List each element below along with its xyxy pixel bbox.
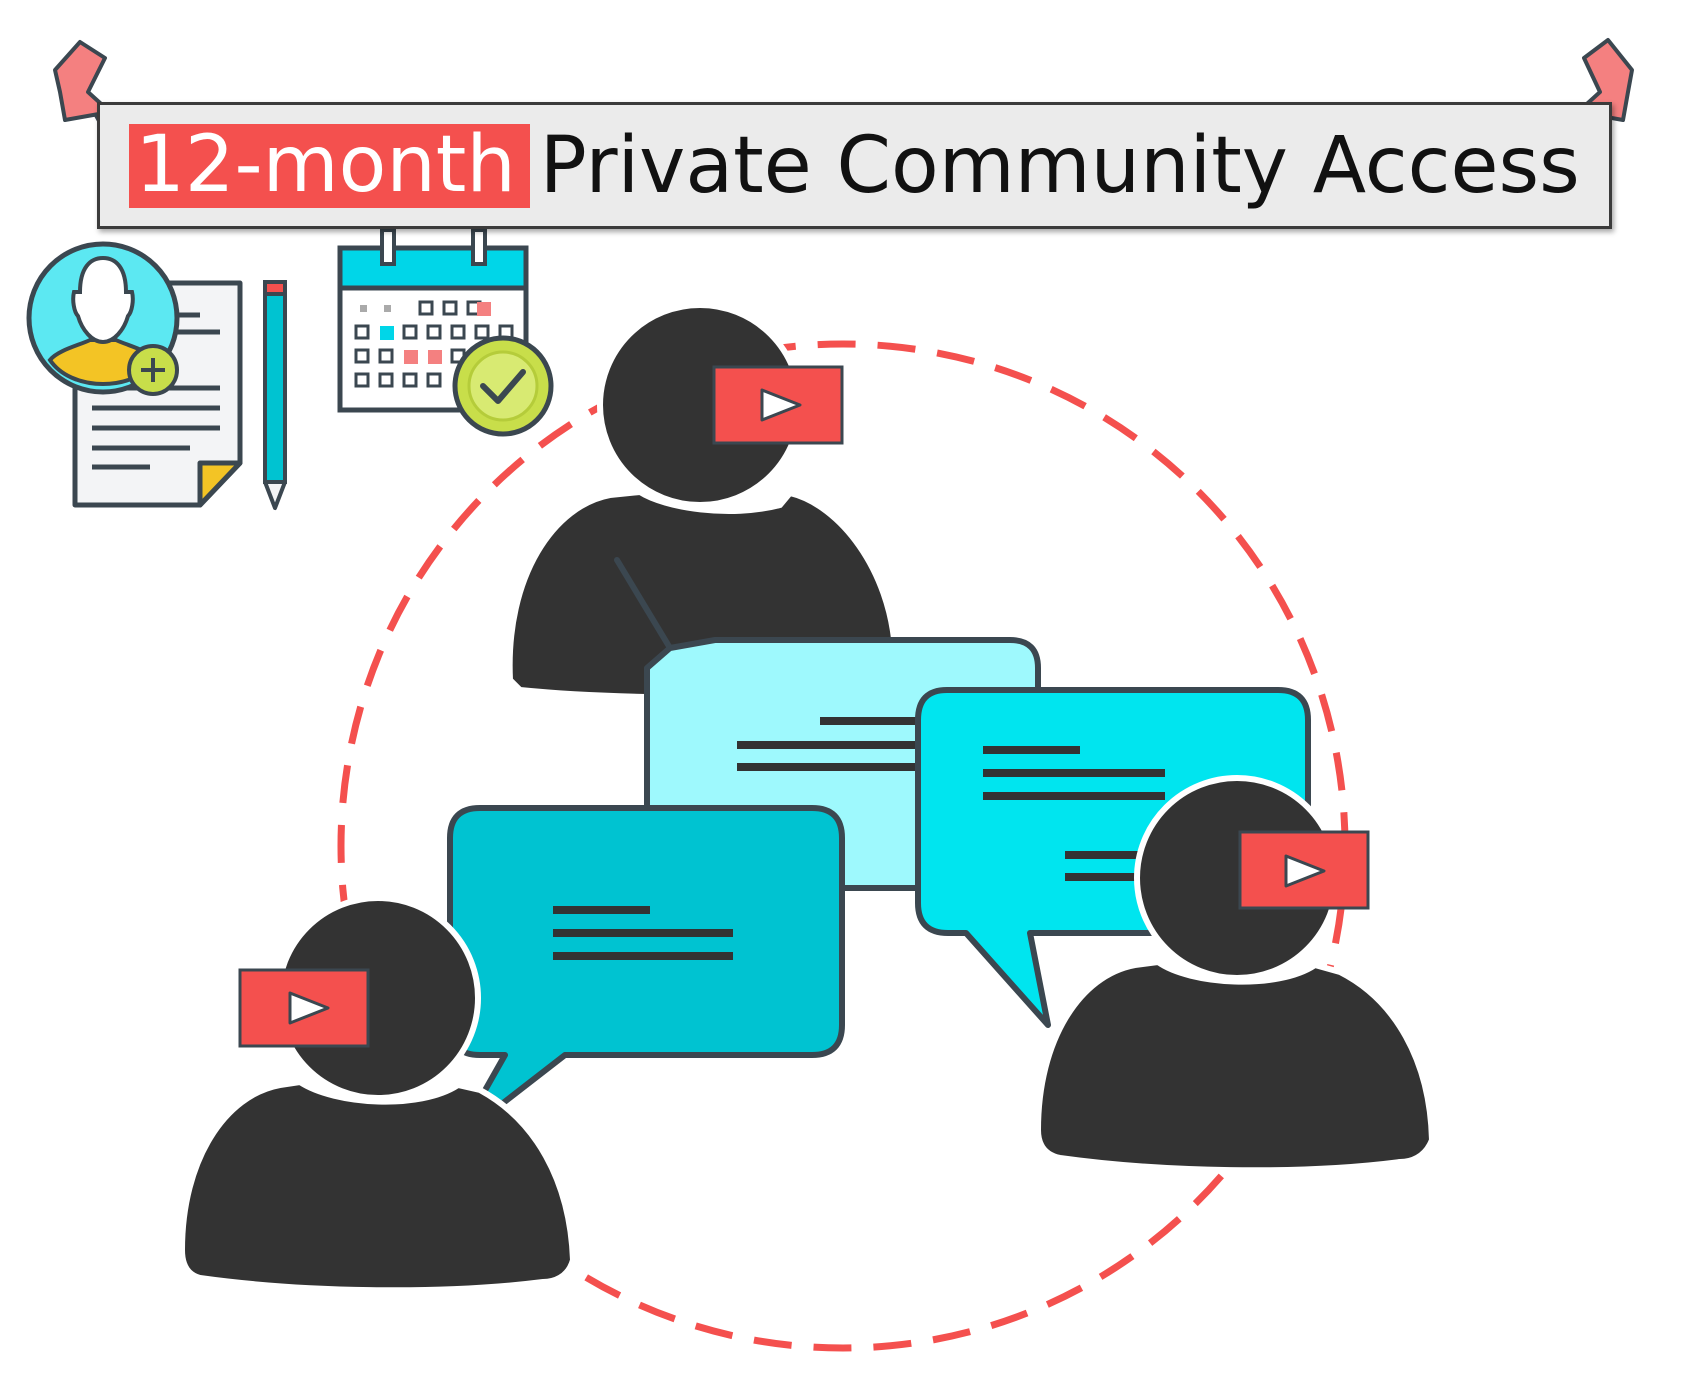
- chat-bubble-icon: [447, 805, 845, 1141]
- checkmark-icon: [452, 335, 554, 437]
- play-icon: [1238, 830, 1370, 910]
- person-icon: [178, 895, 577, 1294]
- play-icon: [238, 968, 370, 1048]
- user-add-icon: [26, 241, 180, 396]
- banner-highlight: 12-month: [129, 123, 530, 208]
- play-icon: [712, 365, 844, 445]
- title-banner: 12-month Private Community Access: [97, 102, 1612, 229]
- banner-title: Private Community Access: [539, 120, 1580, 211]
- pencil-icon: [263, 280, 287, 510]
- person-icon: [1034, 775, 1436, 1174]
- person-icon: [506, 302, 899, 701]
